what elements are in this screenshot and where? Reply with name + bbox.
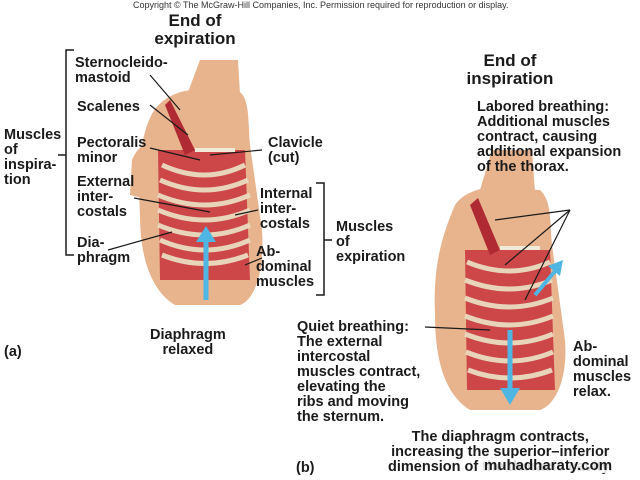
watermark: muhadharaty.com [482, 457, 615, 474]
abdominal-muscles-label: Ab- dominal muscles [256, 244, 315, 290]
quiet-breathing-label: Quiet breathing: The external intercosta… [297, 319, 421, 425]
diaphragm-relaxed-caption: Diaphragm relaxed [150, 327, 226, 358]
copyright-notice: Copyright © The McGraw-Hill Companies, I… [133, 0, 509, 10]
thorax-expansion-arrow [533, 260, 563, 297]
diaphragm-arrow-down [500, 330, 520, 405]
clavicle-label: Clavicle (cut) [268, 135, 323, 166]
internal-intercostals-label: Internal inter- costals [260, 186, 313, 232]
muscles-of-expiration-label: Muscles of expiration [336, 219, 406, 265]
scalenes-label: Scalenes [77, 99, 140, 115]
diaphragm-label: Dia- phragm [77, 235, 131, 266]
abdominal-relax-label: Ab- dominal muscles relax. [573, 339, 632, 400]
external-intercostals-label: External inter- costals [77, 174, 135, 220]
leader-lines-a [107, 74, 263, 266]
panel-b-title: End of inspiration [466, 51, 554, 88]
muscles-of-inspiration-label: Muscles of inspira- tion [4, 127, 62, 188]
expiration-muscles-bracket [316, 182, 332, 296]
diaphragm-arrow-up [196, 226, 216, 300]
pectoralis-minor-label: Pectoralis minor [77, 135, 147, 166]
inspiration-muscles-bracket [58, 49, 74, 256]
panel-a-label: (a) [4, 344, 22, 360]
labored-breathing-label: Labored breathing: Additional muscles co… [477, 99, 622, 175]
leader-lines-b [424, 209, 571, 331]
sternocleidomastoid-label: Sternocleido- mastoid [75, 55, 168, 86]
panel-a-title: End of expiration [154, 11, 236, 48]
panel-b-label: (b) [296, 460, 315, 476]
